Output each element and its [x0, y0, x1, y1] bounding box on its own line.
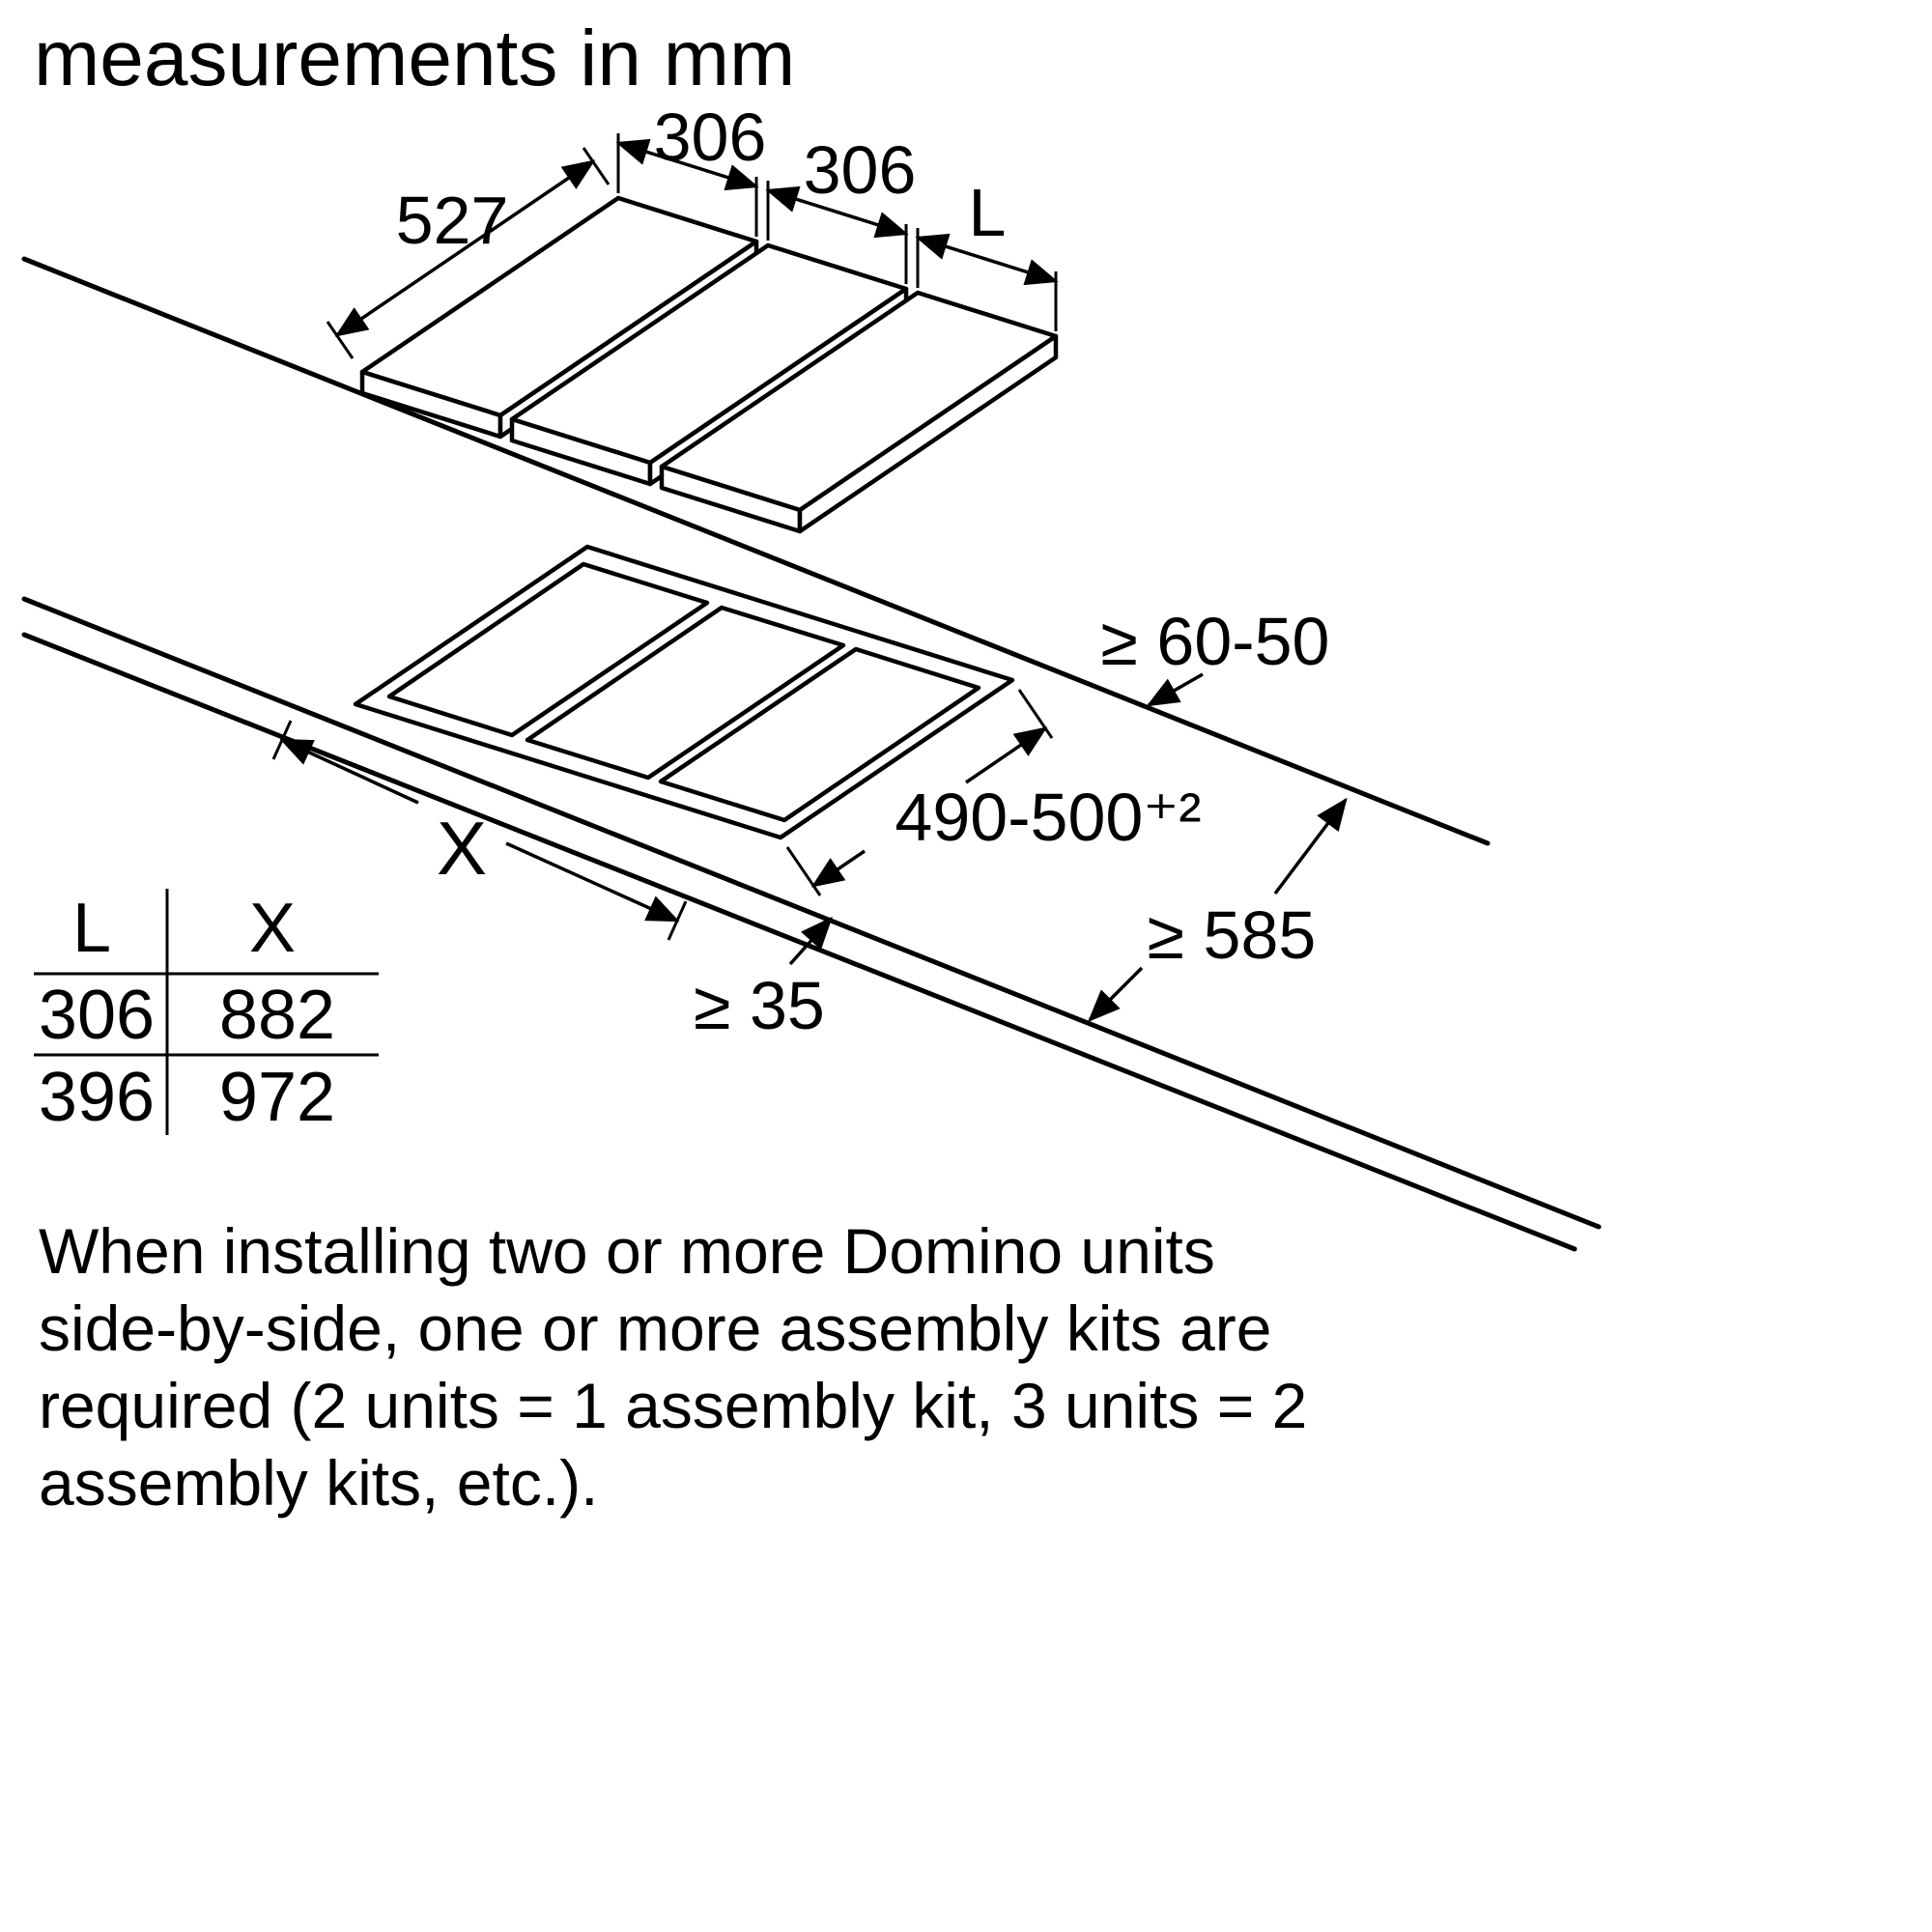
note-line-3: required (2 units = 1 assembly kit, 3 un…	[39, 1370, 1307, 1441]
dim-front-clearance-arrow	[788, 916, 833, 966]
dim-cutout-width-label: X	[437, 806, 487, 891]
note-line-2: side-by-side, one or more assembly kits …	[39, 1293, 1272, 1364]
dim-line-width-1	[615, 138, 759, 191]
dim-line-width-3	[915, 233, 1059, 286]
table-header-x: X	[249, 890, 296, 967]
worktop-back-edge	[21, 256, 1491, 846]
dim-line-depth	[334, 159, 596, 337]
dim-worktop-depth-arrow-up	[1273, 797, 1348, 895]
dim-cutout-width-line-2	[505, 841, 680, 923]
dim-cutout-depth-line-2	[810, 849, 866, 888]
dim-width-2-label: 306	[804, 132, 917, 208]
extension-line	[785, 846, 822, 896]
dim-worktop-depth-label: ≥ 585	[1148, 897, 1317, 973]
cutout-outline	[353, 544, 1015, 840]
cutout-opening-3	[658, 646, 981, 823]
size-table: L X 306 882 396 972	[34, 889, 379, 1136]
extension-line	[582, 147, 611, 185]
table-cell-r1-l: 306	[39, 977, 155, 1054]
dim-back-clearance-arrow	[1146, 672, 1204, 707]
extension-line	[1017, 689, 1054, 739]
worktop-cutout	[353, 544, 1015, 840]
dim-worktop-depth-arrow-down	[1088, 966, 1144, 1022]
dim-front-clearance-label: ≥ 35	[694, 968, 825, 1043]
dim-cutout-depth-label: 490-500⁺²	[895, 780, 1201, 855]
cutout-opening-2	[525, 605, 846, 781]
dim-depth-label: 527	[396, 183, 509, 258]
extension-line	[271, 720, 293, 760]
page-title: measurements in mm	[34, 14, 795, 102]
hob-units-dimensions: 527 306 306 L	[326, 99, 1059, 359]
dim-back-clearance-label: ≥ 60-50	[1101, 604, 1330, 679]
dim-line-width-2	[765, 185, 909, 239]
installation-dimensions: ≥ 60-50 490-500⁺² X ≥ 585 ≥ 35	[271, 604, 1348, 1043]
table-header-l: L	[72, 890, 111, 967]
hob-unit-3-side	[797, 333, 1059, 534]
dim-cutout-width-line-1	[279, 738, 419, 805]
dim-width-1-label: 306	[654, 99, 767, 175]
dim-width-3-label: L	[969, 175, 1007, 250]
cutout-opening-1	[386, 561, 710, 738]
extension-line	[667, 900, 688, 941]
table-cell-r2-x: 972	[219, 1059, 335, 1136]
extension-line	[326, 321, 355, 359]
table-cell-r1-x: 882	[219, 977, 335, 1054]
note-line-4: assembly kits, etc.).	[39, 1447, 598, 1519]
note-line-1: When installing two or more Domino units	[39, 1215, 1215, 1287]
worktop-front-edge-top	[21, 596, 1602, 1230]
assembly-kit-note: When installing two or more Domino units…	[39, 1215, 1307, 1519]
hob-units-drawing	[359, 195, 1059, 534]
table-cell-r2-l: 396	[39, 1059, 155, 1136]
dim-cutout-depth-line-1	[965, 726, 1048, 784]
